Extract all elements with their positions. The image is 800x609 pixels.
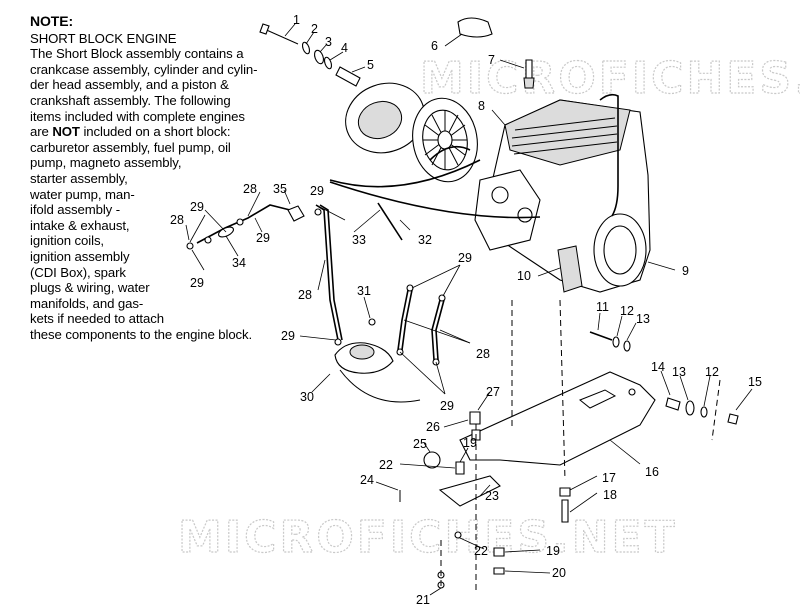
part-label-12a: 12 [620,304,634,318]
lower-bracket [399,299,571,590]
short-block-note: NOTE: SHORT BLOCK ENGINE The Short Block… [30,13,292,342]
engine-block [474,99,651,293]
note-line: manifolds, and gas- [30,295,144,311]
part-label-20: 20 [552,566,566,580]
note-line: plugs & wiring, water [30,280,150,296]
part-label-12b: 12 [705,365,719,379]
part-label-17: 17 [602,471,616,485]
note-title: NOTE: [30,13,74,29]
part-label-22a: 22 [379,458,393,472]
note-line-not: are NOT included on a short block: [30,124,231,140]
note-line: crankshaft assembly. The following [30,92,231,108]
part-label-33: 33 [352,233,366,247]
part-label-9: 9 [682,264,689,278]
note-line: these components to the engine block. [30,326,253,342]
fuel-line-clip [377,202,403,241]
part-label-13b: 13 [672,365,686,379]
part-label-32: 32 [418,233,432,247]
note-line: ifold assembly - [30,202,121,218]
part-label-29a: 29 [310,184,324,198]
note-line: ignition assembly [30,248,130,264]
part-label-28c: 28 [298,288,312,302]
part-label-35: 35 [273,182,287,196]
part-label-13a: 13 [636,312,650,326]
oil-cap [457,17,493,38]
leader-lines [185,23,753,596]
part-label-31: 31 [357,284,371,298]
part-label-29g: 29 [440,399,454,413]
watermark-top: MICROFICHES.NET [420,53,800,104]
part-label-29b: 29 [190,200,204,214]
part-label-24: 24 [360,473,374,487]
fuel-hose-left [186,204,305,250]
pulse-lines [329,145,541,219]
note-line: starter assembly, [30,170,128,186]
part-label-5: 5 [367,58,374,72]
part-label-11: 11 [596,300,609,314]
part-label-29e: 29 [281,329,295,343]
note-line: ignition coils, [30,233,104,249]
part-label-23: 23 [485,489,499,503]
clutch-assembly [345,82,478,183]
spark-plug-wire [599,93,619,217]
part-label-28a: 28 [243,182,257,196]
note-line: carburetor assembly, fuel pump, oil [30,139,231,155]
part-label-2: 2 [311,22,318,36]
note-line: crankcase assembly, cylinder and cylin- [30,61,258,77]
note-line: The Short Block assembly contains a [30,46,244,62]
note-line: SHORT BLOCK ENGINE [30,30,177,46]
part-label-16: 16 [645,465,659,479]
part-label-7: 7 [488,53,495,67]
part-label-14: 14 [651,360,665,374]
part-label-8: 8 [478,99,485,113]
part-label-29c: 29 [256,231,270,245]
part-label-28b: 28 [170,213,184,227]
note-line: (CDI Box), spark [30,264,126,280]
mount-bolts-right [589,331,739,441]
part-label-29d: 29 [190,276,204,290]
part-label-19a: 19 [463,436,477,450]
part-label-18: 18 [603,488,617,502]
part-label-19b: 19 [546,544,560,558]
spark-plug [523,59,535,89]
engine-mount-plate [459,371,656,466]
note-line: kets if needed to attach [30,311,164,327]
fuel-hose-vertical [314,204,343,346]
part-label-26: 26 [426,420,440,434]
note-line: water pump, man- [30,186,135,202]
watermark-bottom: MICROFICHES.NET [178,512,678,563]
part-label-21: 21 [416,593,430,607]
bolt-washer-stack [259,23,361,87]
part-label-25: 25 [413,437,427,451]
fuel-pump [334,342,421,403]
part-label-22b: 22 [474,544,488,558]
note-line: der head assembly, and a piston & [30,77,229,93]
part-label-10: 10 [517,269,531,283]
note-line: intake & exhaust, [30,217,130,233]
note-line: pump, magneto assembly, [30,155,182,171]
part-label-27: 27 [486,385,500,399]
part-label-4: 4 [341,41,348,55]
part-label-1: 1 [293,13,300,27]
part-label-6: 6 [431,39,438,53]
part-label-28d: 28 [476,347,490,361]
part-label-29f: 29 [458,251,472,265]
part-label-15: 15 [748,375,762,389]
part-label-34: 34 [232,256,246,270]
part-number-labels: 1 2 3 4 5 6 7 8 9 10 11 12 13 14 13 12 1… [170,13,762,607]
part-label-3: 3 [325,35,332,49]
note-line: items included with complete engines [30,108,245,124]
part-label-30: 30 [300,390,314,404]
